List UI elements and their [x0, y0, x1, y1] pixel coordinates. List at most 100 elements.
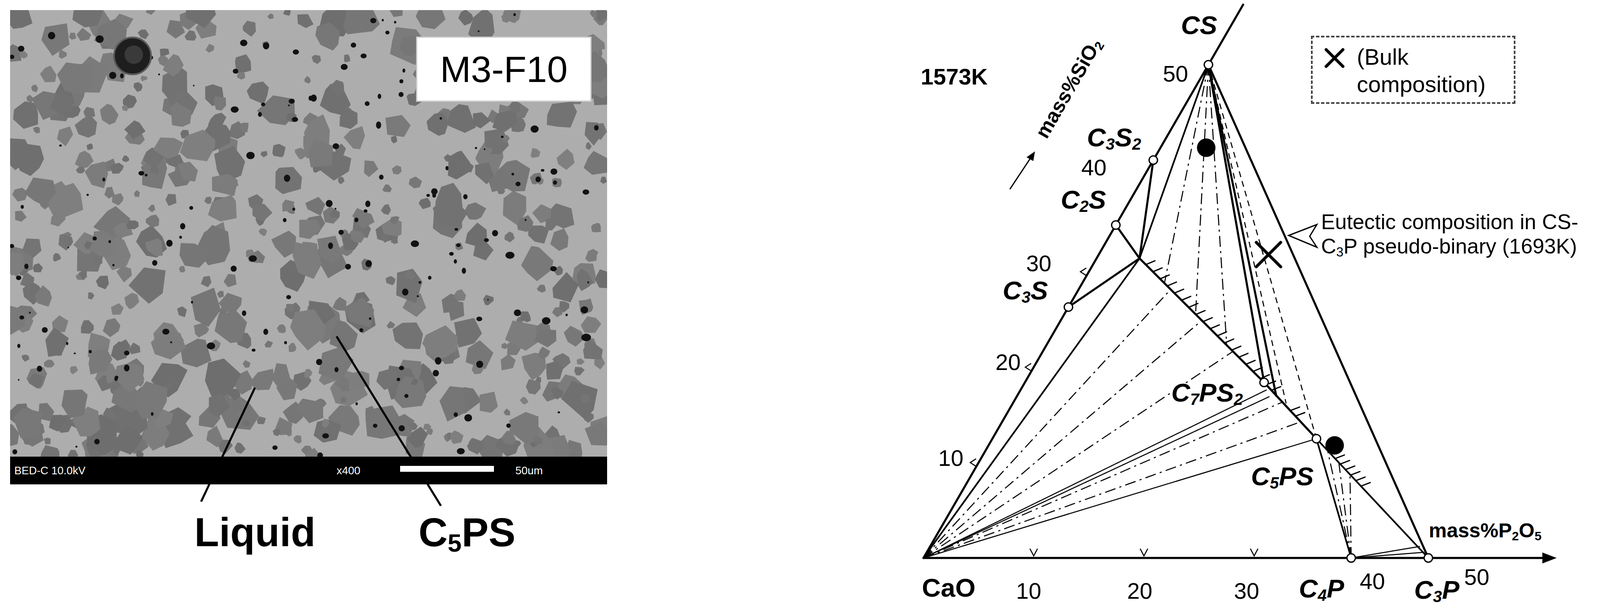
c5ps-grain [53, 348, 62, 356]
pore [166, 239, 173, 247]
c5ps-grain [415, 10, 446, 30]
pore [399, 79, 404, 84]
axis-title: mass%P2O5 [1428, 520, 1542, 542]
pore [550, 168, 558, 176]
pore [464, 414, 473, 422]
c5ps-grain [288, 343, 297, 353]
hatch-mark [1145, 260, 1155, 265]
tie-line [1338, 462, 1351, 559]
pore [206, 342, 216, 350]
dashed-line [1208, 64, 1287, 404]
pore [435, 357, 442, 365]
pore [158, 73, 160, 76]
c5ps-grain [31, 84, 39, 93]
c5ps-grain [337, 176, 345, 185]
hatch-mark [1181, 296, 1191, 301]
c5ps-grain [137, 29, 149, 40]
c5ps-grain [180, 339, 212, 368]
c5ps-grain [426, 112, 449, 136]
pore [18, 379, 20, 381]
pore [20, 205, 24, 210]
pore [257, 111, 262, 117]
pore [483, 148, 486, 151]
c5ps-grain [546, 361, 564, 381]
c5ps-grain [580, 394, 590, 404]
tie-line [1164, 64, 1209, 284]
hatch-mark [1350, 471, 1360, 475]
pore [251, 348, 256, 352]
c5ps-grain [534, 435, 544, 445]
c5ps-grain [257, 416, 266, 425]
hatch-mark [1295, 412, 1305, 417]
c5ps-grain [205, 43, 215, 53]
pore [334, 367, 339, 373]
c5ps-grain [584, 122, 604, 146]
pore [162, 329, 170, 335]
pore [513, 309, 521, 317]
tie-line [1350, 474, 1352, 559]
pore [15, 275, 22, 281]
hatch-mark [1340, 460, 1350, 465]
phase-boundary [1068, 258, 1140, 308]
c5ps-grain [559, 301, 570, 313]
c5ps-grain [472, 112, 491, 129]
hatch-mark [1152, 267, 1163, 272]
pore [338, 229, 344, 235]
c5ps-grain [170, 102, 192, 127]
c5ps-grain [546, 101, 578, 128]
pore [477, 30, 480, 33]
c5ps-grain [75, 166, 85, 174]
c5ps-grain [551, 177, 562, 188]
c5ps-grain [179, 243, 210, 268]
c5ps-grain [561, 381, 598, 420]
c5ps-grain [292, 241, 322, 279]
pore [359, 328, 364, 333]
c5ps-grain [311, 55, 322, 65]
c5ps-grain [453, 318, 482, 348]
hatch-mark [1159, 275, 1170, 279]
axis-number: 10 [938, 446, 964, 470]
c5ps-grain [340, 397, 347, 404]
bulk-composition-mark [1256, 242, 1281, 267]
c5ps-grain [304, 369, 313, 379]
c5ps-grain [69, 366, 78, 375]
c5ps-grain [247, 252, 261, 264]
pore [292, 49, 300, 55]
c5ps-grain [236, 71, 245, 80]
c5ps-grain [110, 162, 124, 174]
axis-tick [1025, 363, 1032, 372]
axis-number: 20 [995, 350, 1021, 374]
c5ps-grain [556, 148, 575, 171]
c5ps-grain [204, 196, 213, 205]
c5ps-grain [396, 268, 423, 304]
compound-point [1424, 554, 1433, 563]
c5ps-grain [488, 169, 512, 193]
c5ps-grain [145, 238, 163, 257]
pore [354, 217, 359, 223]
pore [180, 223, 186, 230]
c5ps-grain [503, 408, 511, 416]
c5ps-grain [363, 160, 379, 178]
c5ps-grain [135, 225, 167, 258]
c5ps-grain [382, 184, 393, 193]
pore [138, 171, 145, 176]
pore [308, 95, 313, 101]
c5ps-grain [503, 10, 522, 24]
pore [364, 101, 370, 107]
c5ps-grain [390, 216, 400, 225]
pore [88, 350, 92, 354]
magnification: x400 [336, 465, 361, 477]
c5ps-grain [343, 126, 366, 150]
cs-c3p-join [1208, 64, 1429, 559]
temperature-label: 1573K [920, 65, 988, 88]
c5ps-grain [544, 218, 558, 231]
c5ps-grain [166, 20, 186, 39]
phase-boundary [1316, 438, 1429, 559]
pore [288, 104, 290, 107]
pore [169, 341, 173, 344]
c5ps-grain [276, 324, 286, 334]
c5ps-grain [404, 270, 417, 281]
c5ps-grain [479, 391, 499, 413]
pore [114, 376, 118, 382]
c5ps-grain [466, 437, 484, 455]
